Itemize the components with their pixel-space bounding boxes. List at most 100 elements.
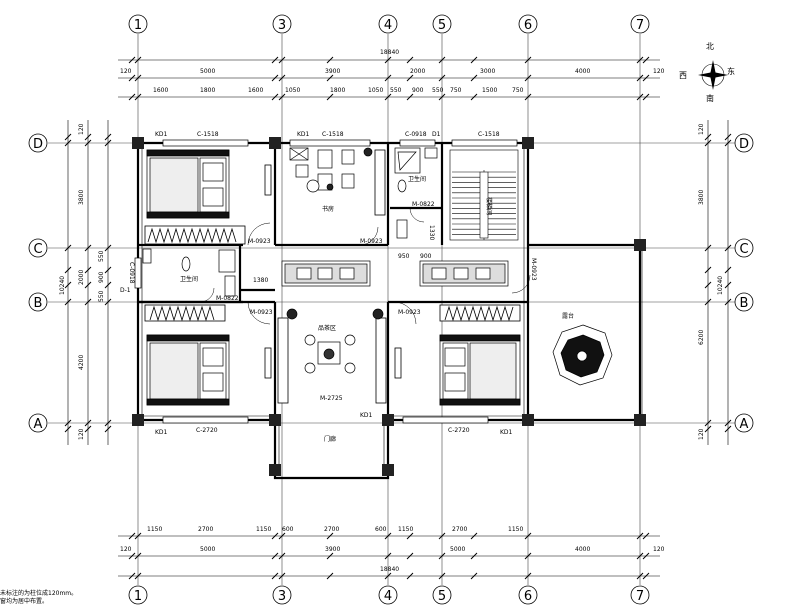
label-d1: D1 [432, 131, 441, 138]
label-1380: 1380 [253, 277, 268, 284]
svg-text:600: 600 [282, 526, 294, 533]
label-kd1-bl: KD1 [155, 429, 168, 436]
column [269, 464, 281, 476]
dim-tick [104, 419, 112, 427]
room-entry: 门廊 [324, 435, 336, 443]
svg-text:120: 120 [698, 123, 705, 135]
dim-tick [278, 572, 286, 580]
dim-tick [704, 139, 712, 147]
label-kd1-tl: KD1 [155, 131, 168, 138]
axis-bubble [28, 292, 48, 312]
dim-tick [326, 74, 334, 82]
dim-tick [524, 532, 532, 540]
dim-tick [271, 532, 279, 540]
dim-tick [84, 281, 92, 289]
dim-tick [636, 552, 644, 560]
label-c1518-c: C-1518 [478, 131, 500, 138]
column [382, 414, 394, 426]
dim-tick [84, 266, 92, 274]
dim-tick [134, 572, 142, 580]
axis-bubble [630, 14, 650, 34]
dim-tick [636, 93, 644, 101]
dim-tick [278, 532, 286, 540]
dim-tick [384, 74, 392, 82]
svg-text:6200: 6200 [698, 330, 705, 345]
dim-tick [704, 419, 712, 427]
dim-tick [636, 74, 644, 82]
svg-text:1050: 1050 [285, 87, 300, 94]
dim-tick [438, 74, 446, 82]
bathroom-fixtures [142, 147, 438, 297]
label-c0918: C-0918 [405, 131, 427, 138]
counter-right [419, 260, 509, 287]
axis-bubble [518, 585, 538, 605]
label-1330: 1330 [428, 225, 435, 240]
dim-tick [271, 56, 279, 64]
svg-text:3900: 3900 [325, 68, 340, 75]
dim-tick [642, 552, 650, 560]
axis-label-v: 7 [636, 18, 644, 33]
dim-tick [326, 56, 334, 64]
dim-tick [704, 133, 712, 141]
label-kd1-bm: KD1 [360, 412, 373, 419]
room-tea: 品茶区 [318, 324, 336, 332]
dim-tick [134, 93, 142, 101]
dim-tick [642, 93, 650, 101]
axis-label-h: D [33, 137, 43, 152]
room-bath-top: 卫生间 [408, 175, 426, 183]
dim-tick [406, 93, 414, 101]
label-m0923-b: M-0923 [360, 238, 383, 245]
dim-tick [271, 552, 279, 560]
svg-text:3900: 3900 [325, 546, 340, 553]
svg-text:1600: 1600 [248, 87, 263, 94]
dim-tick [278, 93, 286, 101]
axis-label-v: 7 [636, 589, 644, 604]
dim-tick [724, 266, 732, 274]
dim-tick [64, 419, 72, 427]
study-furniture [289, 147, 373, 193]
dim-tick [326, 93, 334, 101]
dim-tick [642, 532, 650, 540]
dim-tick [524, 74, 532, 82]
svg-text:1050: 1050 [368, 87, 383, 94]
svg-text:120: 120 [120, 546, 132, 553]
svg-text:2000: 2000 [410, 68, 425, 75]
wardrobe-hatching [147, 227, 514, 322]
dim-tick [128, 56, 136, 64]
axis-label-v: 5 [438, 589, 446, 604]
axis-bubble [272, 585, 292, 605]
bed-top-left [146, 149, 230, 219]
dim-tick [524, 56, 532, 64]
label-m0822-b: M-0822 [216, 295, 239, 302]
dim-tick [642, 56, 650, 64]
axis-label-v: 3 [278, 18, 286, 33]
axis-label-h: C [33, 242, 42, 257]
dim-tick [104, 281, 112, 289]
dim-right-outer: 10240 [717, 276, 724, 295]
column [634, 414, 646, 426]
column [522, 137, 534, 149]
svg-text:550: 550 [98, 290, 105, 302]
dim-tick [704, 298, 712, 306]
counter-left [281, 260, 371, 287]
dim-tick [271, 93, 279, 101]
dim-bottom-detail-texts: 1150 2700 1150 600 2700 600 1150 2700 11… [147, 526, 523, 533]
svg-text:1150: 1150 [147, 526, 162, 533]
axis-bubble [128, 585, 148, 605]
columns [132, 137, 646, 476]
axis-label-v: 1 [134, 589, 142, 604]
dim-bottom-main-texts: 120 5000 3900 5000 4000 120 [120, 546, 665, 553]
dim-tick [278, 74, 286, 82]
dim-tick [84, 139, 92, 147]
svg-text:2700: 2700 [198, 526, 213, 533]
svg-text:900: 900 [412, 87, 424, 94]
svg-text:550: 550 [390, 87, 402, 94]
svg-text:1800: 1800 [200, 87, 215, 94]
dim-tick [271, 74, 279, 82]
dim-tick [438, 56, 446, 64]
axis-label-v: 4 [384, 589, 392, 604]
svg-text:750: 750 [450, 87, 462, 94]
svg-text:1800: 1800 [330, 87, 345, 94]
